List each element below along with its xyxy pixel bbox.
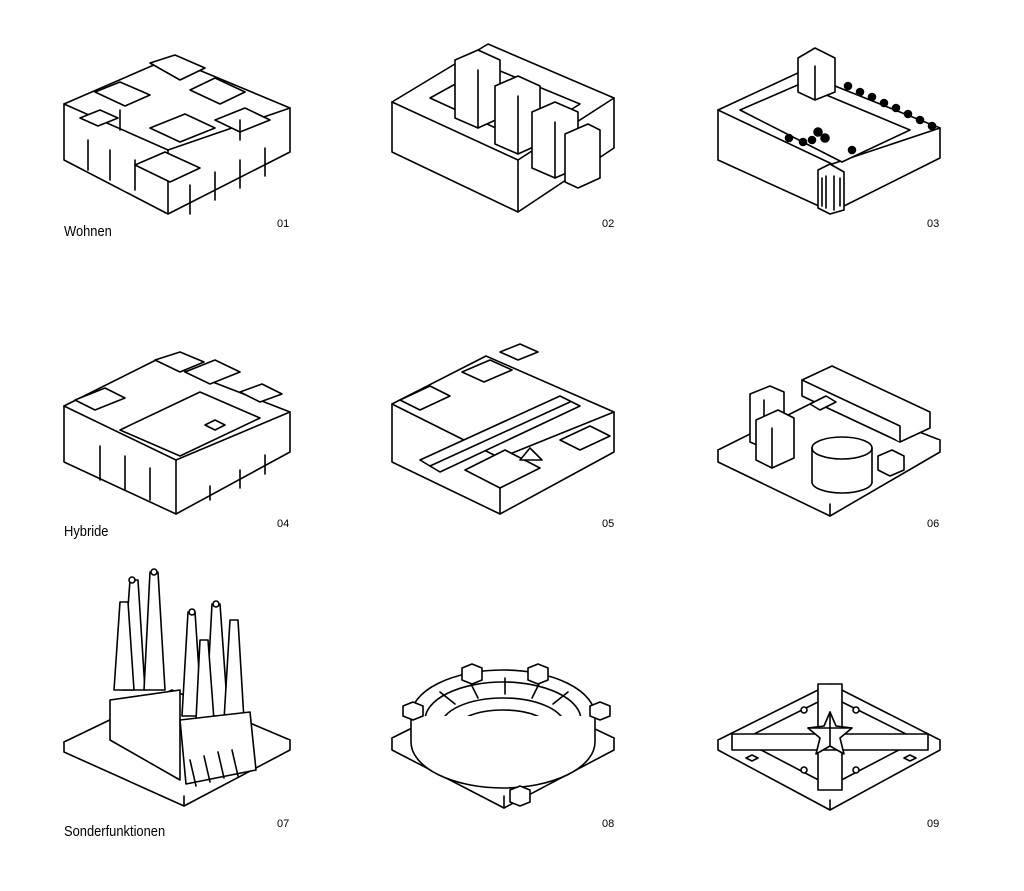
- tile-number-01: 01: [277, 218, 290, 230]
- tile-04-drawing: [64, 352, 290, 514]
- tile-number-04: 04: [277, 518, 290, 530]
- tile-number-05: 05: [602, 518, 615, 530]
- tile-05-drawing: [392, 344, 614, 514]
- category-label-sonderfunktionen: Sonderfunktionen: [64, 823, 166, 840]
- tile-01-drawing: [64, 55, 290, 214]
- tile-number-02: 02: [602, 218, 615, 230]
- tile-number-06: 06: [927, 518, 940, 530]
- tile-07-drawing: [64, 569, 290, 806]
- tile-number-07: 07: [277, 818, 290, 830]
- category-label-wohnen: Wohnen: [64, 223, 112, 240]
- category-label-hybride: Hybride: [64, 523, 109, 540]
- tile-09-drawing: [718, 684, 940, 810]
- tile-02-drawing: [392, 44, 614, 212]
- tile-03-drawing: [718, 48, 940, 214]
- tile-number-03: 03: [927, 218, 940, 230]
- tile-number-09: 09: [927, 818, 940, 830]
- tile-08-drawing: [392, 664, 614, 808]
- tile-06-drawing: [718, 366, 940, 516]
- tile-number-08: 08: [602, 818, 615, 830]
